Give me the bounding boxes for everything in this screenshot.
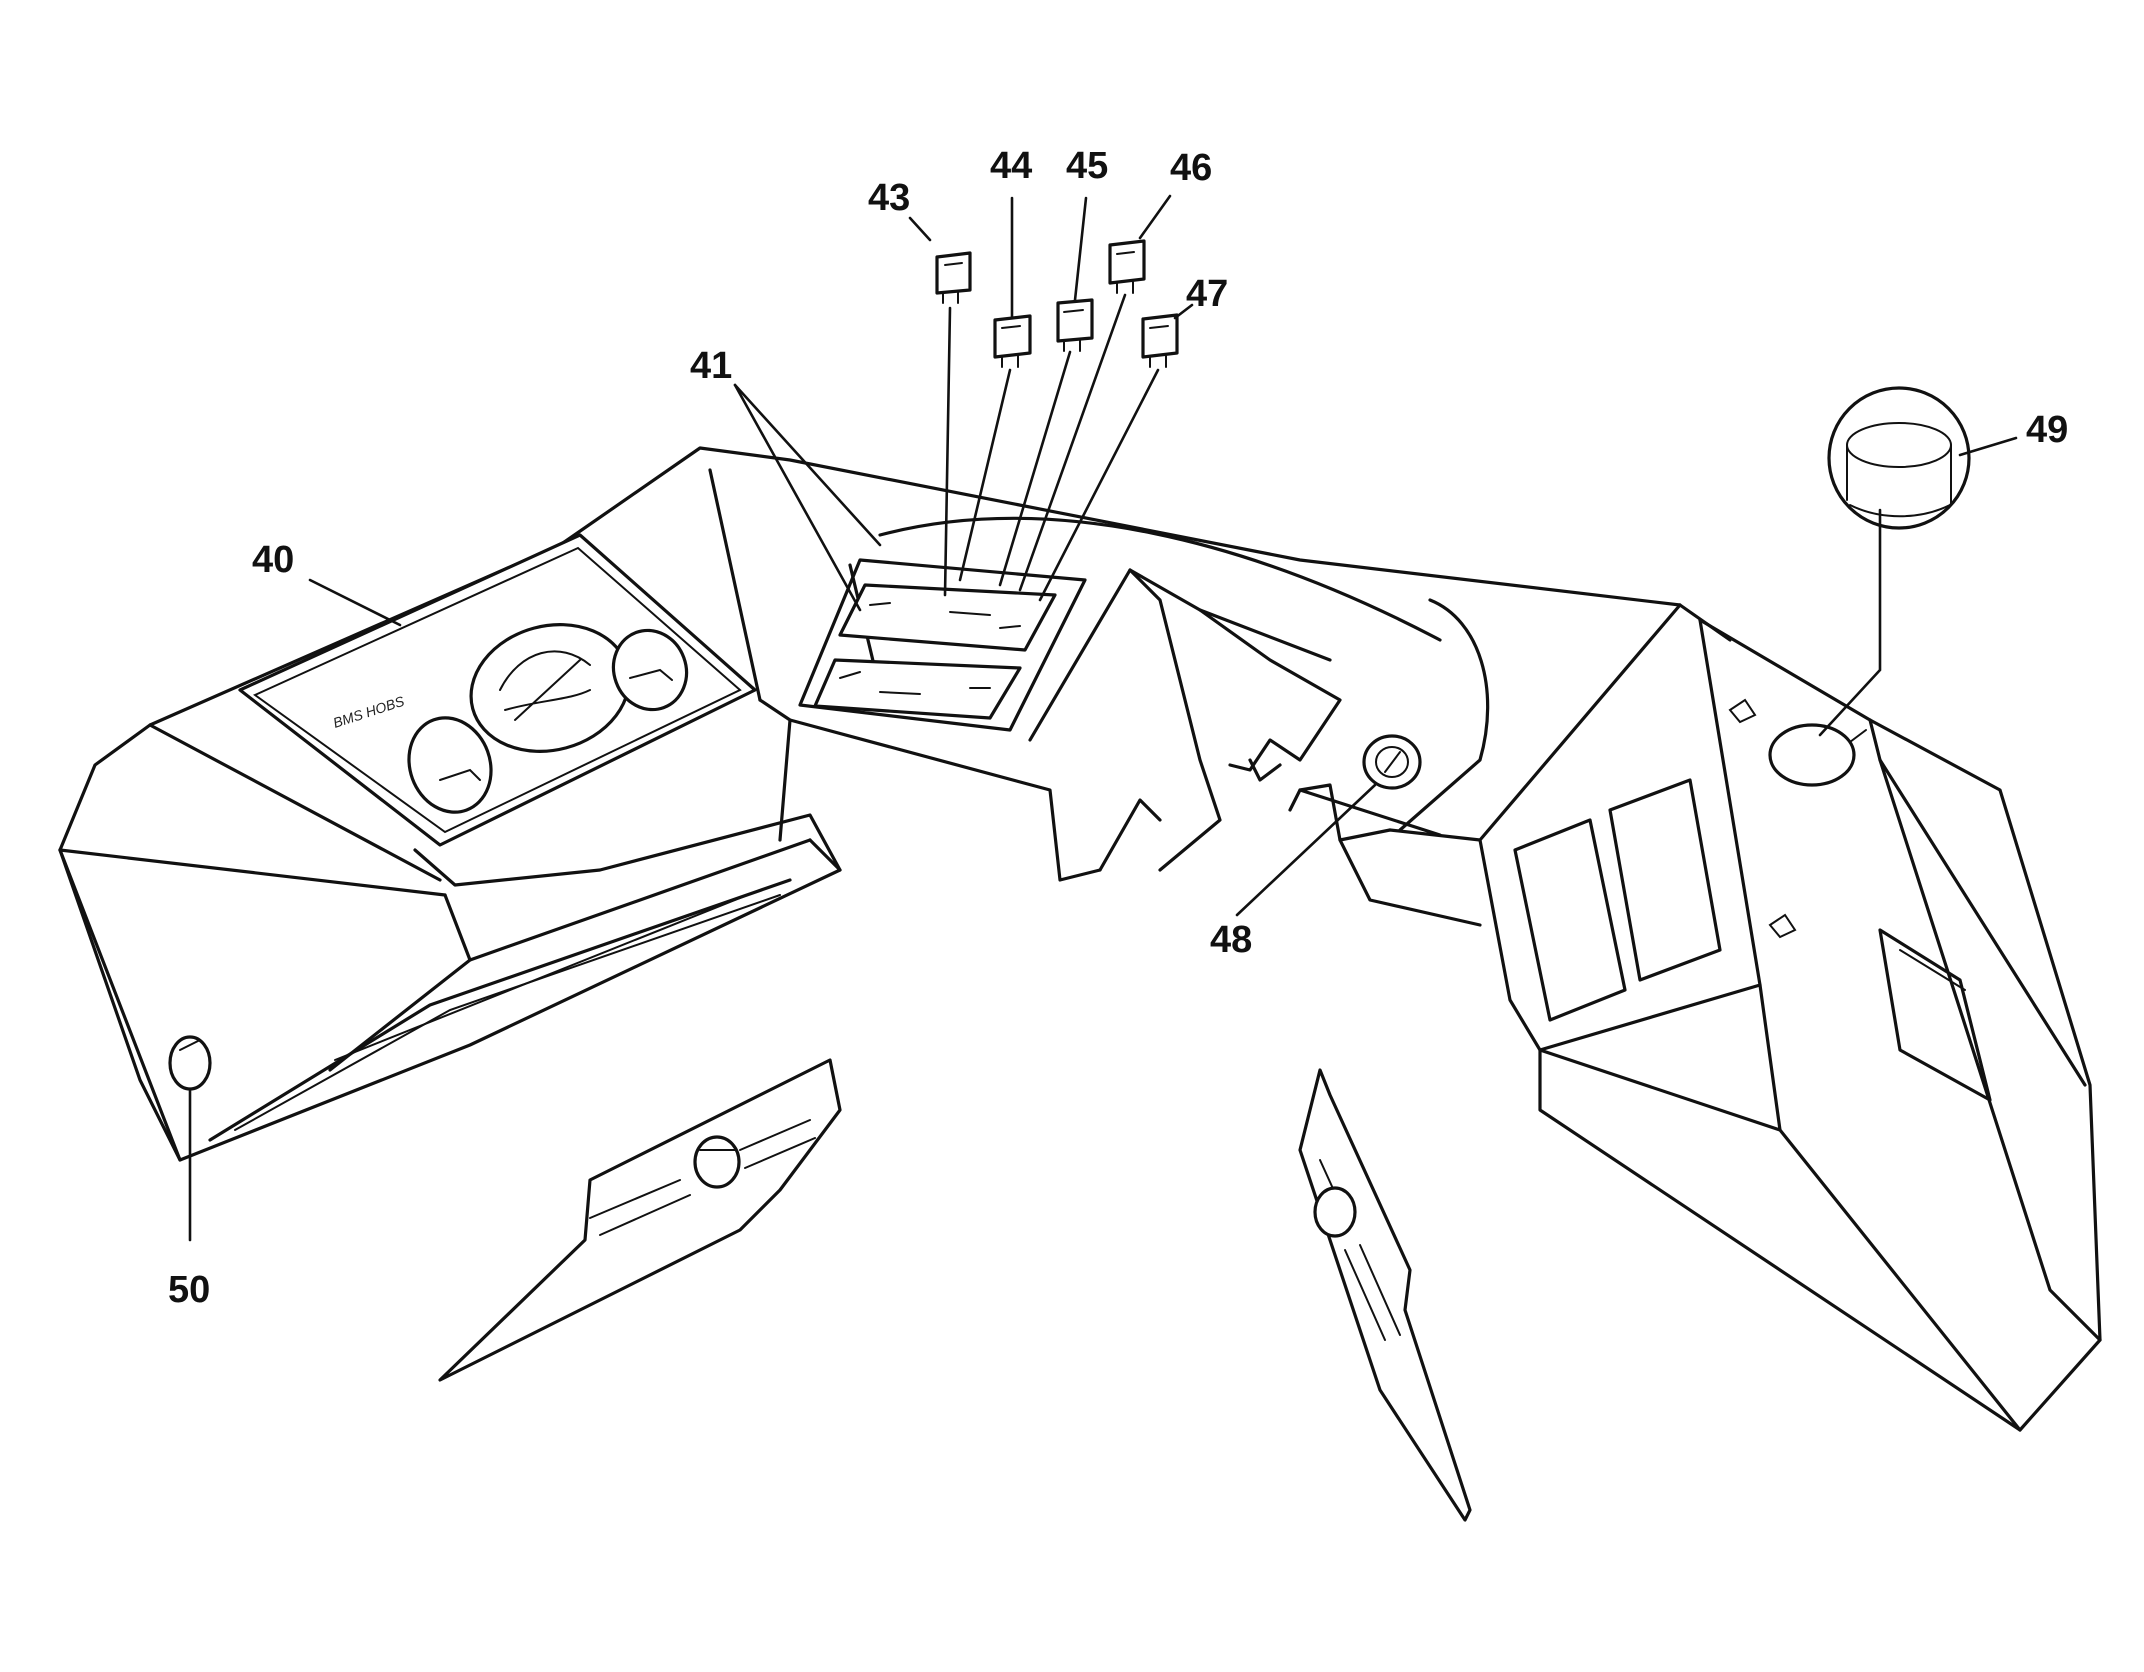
callout-49: 49 (2026, 409, 2068, 451)
switch-panel-block (798, 516, 1442, 732)
knee-panel-right (1298, 1068, 1472, 1522)
right-console (1478, 603, 2102, 1432)
instrument-cluster: BMS HOBS (238, 533, 757, 847)
callout-44: 44 (990, 145, 1032, 187)
lighter-knob-48 (1362, 734, 1422, 790)
callout-43: 43 (868, 177, 910, 219)
relay-43 (935, 251, 972, 304)
leader-lines (188, 194, 2018, 1242)
relay-45 (1056, 298, 1094, 352)
relay-44 (993, 314, 1032, 368)
relay-46 (1108, 239, 1146, 294)
cupholder-insert-49 (1827, 386, 1971, 530)
socket-50 (168, 1035, 212, 1091)
callout-41: 41 (690, 345, 732, 387)
callout-47: 47 (1186, 273, 1228, 315)
center-bracket (1028, 568, 1490, 927)
callout-labels: 40 41 43 44 45 46 47 48 49 50 (168, 145, 2068, 1311)
relay-47 (1141, 313, 1179, 368)
callout-50: 50 (168, 1269, 210, 1311)
callout-48: 48 (1210, 919, 1252, 961)
callout-45: 45 (1066, 145, 1108, 187)
callout-46: 46 (1170, 147, 1212, 189)
callout-40: 40 (252, 539, 294, 581)
knee-panel-left (438, 1058, 842, 1382)
dashboard-left-section (58, 446, 1732, 1162)
